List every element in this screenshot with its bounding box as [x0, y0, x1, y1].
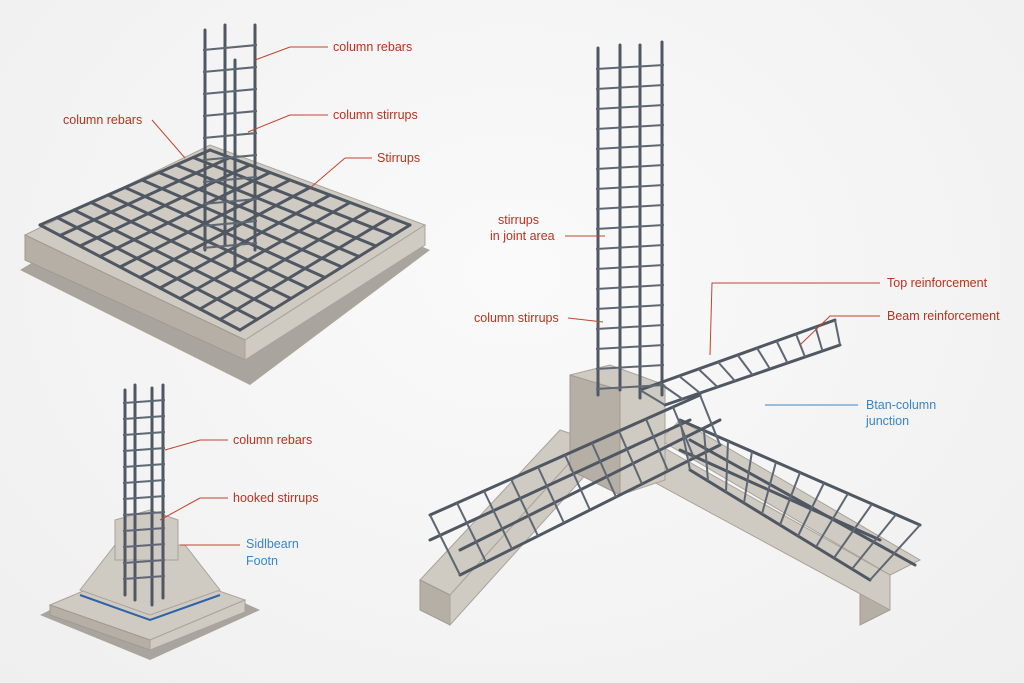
isolated-footing-illustration: [40, 383, 260, 660]
label-hooked-stirrups: hooked stirrups: [233, 491, 318, 505]
rebar: [122, 543, 166, 548]
rebar: [595, 164, 665, 170]
rebar: [779, 472, 801, 526]
rebar: [564, 454, 591, 511]
rebar: [595, 324, 665, 330]
rebar: [795, 333, 806, 358]
rebar: [122, 575, 166, 580]
rebar: [761, 461, 777, 515]
rebar: [595, 104, 665, 110]
rebar: [202, 44, 258, 51]
rebar: [591, 442, 617, 498]
rebar: [429, 514, 461, 576]
label-joint-stirrups-2: in joint area: [490, 229, 555, 243]
label-junction-1: Btan-column: [866, 398, 936, 412]
rebar: [122, 463, 166, 468]
rebar: [595, 224, 665, 230]
label-footing-type-2: Footn: [246, 554, 278, 568]
rebar: [595, 264, 665, 270]
rebar: [595, 84, 665, 90]
rebar: [639, 389, 666, 406]
rebar: [122, 511, 166, 516]
rebar: [202, 242, 258, 249]
rebar: [851, 513, 897, 570]
rebar: [202, 176, 258, 183]
rebar: [678, 375, 701, 394]
rebar: [725, 440, 729, 493]
label-iso-column-rebars: column rebars: [233, 433, 312, 447]
rebar: [595, 344, 665, 350]
footing-mat-illustration: [20, 23, 430, 385]
label-joint-stirrups-1: stirrups: [498, 213, 539, 227]
rebar: [122, 415, 166, 420]
rebar: [202, 88, 258, 95]
rebar: [178, 201, 352, 300]
rebar: [595, 244, 665, 250]
rebar: [697, 368, 719, 388]
label-column-rebars-left: column rebars: [63, 113, 142, 127]
label-joint-column-stirrups: column stirrups: [474, 311, 559, 325]
rebar: [645, 418, 669, 472]
label-top-reinforcement: Top reinforcement: [887, 276, 988, 290]
rebar: [157, 171, 361, 258]
rebar: [202, 220, 258, 227]
rebar: [238, 223, 412, 332]
rebar: [595, 204, 665, 210]
rebar: [595, 144, 665, 150]
label-beam-reinforcement: Beam reinforcement: [887, 309, 1000, 323]
rebar: [833, 503, 873, 559]
label-footing-type-1: Sidlbearn: [246, 537, 299, 551]
leader-line: [254, 46, 291, 61]
rebar: [815, 492, 849, 548]
label-column-stirrups: column stirrups: [333, 108, 418, 122]
rebar: [140, 178, 344, 269]
rebar: [510, 478, 539, 537]
rebar: [756, 347, 771, 370]
rebar: [814, 326, 824, 352]
rebar: [595, 384, 665, 390]
rebar: [122, 527, 166, 532]
rebar: [537, 466, 565, 524]
rebar: [869, 524, 921, 581]
rebar: [595, 304, 665, 310]
rebar: [595, 64, 665, 70]
rebar: [699, 394, 721, 446]
rebar: [483, 490, 513, 550]
rebar: [122, 495, 166, 500]
rebar: [595, 124, 665, 130]
rebar: [202, 198, 258, 205]
rebar: [158, 193, 332, 290]
rebar: [122, 431, 166, 436]
rebar: [198, 208, 372, 311]
label-stirrups: Stirrups: [377, 151, 420, 165]
rebar: [595, 284, 665, 290]
rebar: [122, 479, 166, 484]
rebar: [122, 559, 166, 564]
label-column-rebars-top: column rebars: [333, 40, 412, 54]
rebar: [618, 430, 643, 485]
rebar: [703, 430, 709, 482]
rebar: [672, 406, 695, 459]
label-junction-2: junction: [865, 414, 909, 428]
rebar: [174, 163, 378, 248]
rebar: [595, 364, 665, 370]
rebar: [122, 399, 166, 404]
beam-column-joint-illustration: [419, 40, 922, 627]
rebar: [218, 216, 392, 321]
rebar: [202, 110, 258, 117]
rebar: [743, 451, 753, 504]
rebar: [717, 361, 736, 382]
rebar: [736, 354, 754, 376]
rebar: [834, 319, 841, 346]
rebar: [202, 66, 258, 73]
rebar: [595, 184, 665, 190]
rebar: [456, 502, 487, 563]
rebar: [202, 132, 258, 139]
rebar: [658, 382, 684, 400]
rebar: [797, 482, 825, 537]
rebar: [122, 447, 166, 452]
rebar: [202, 154, 258, 161]
rebar: [775, 340, 789, 364]
